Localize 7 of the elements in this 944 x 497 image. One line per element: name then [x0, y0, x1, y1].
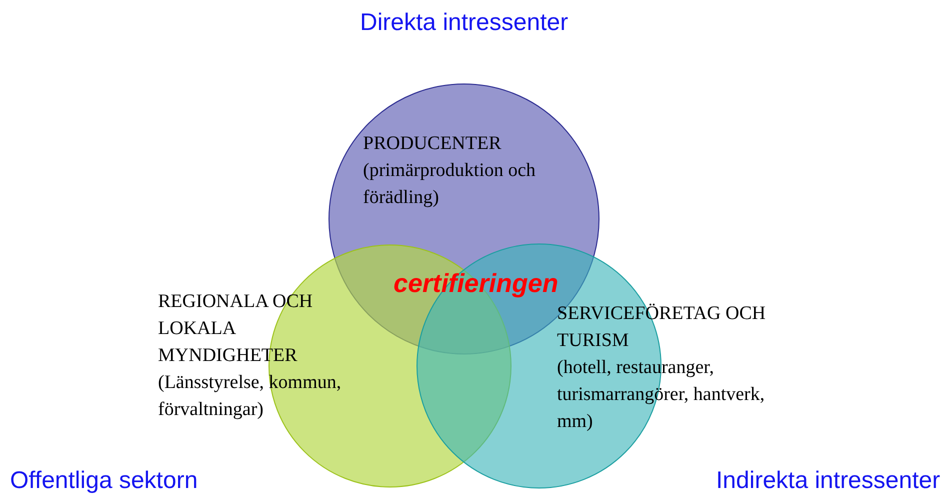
- corner-label: Indirekta intressenter: [716, 467, 940, 495]
- circle-heading: PRODUCENTER: [363, 132, 502, 156]
- heading-label: Direkta intressenter: [360, 9, 568, 37]
- circle-description: (Länsstyrelse, kommun, förvaltningar): [158, 371, 342, 422]
- corner-label: Offentliga sektorn: [10, 467, 198, 495]
- circle-description: (primärproduktion och förädling): [363, 159, 537, 210]
- center-label: certifieringen: [394, 269, 558, 297]
